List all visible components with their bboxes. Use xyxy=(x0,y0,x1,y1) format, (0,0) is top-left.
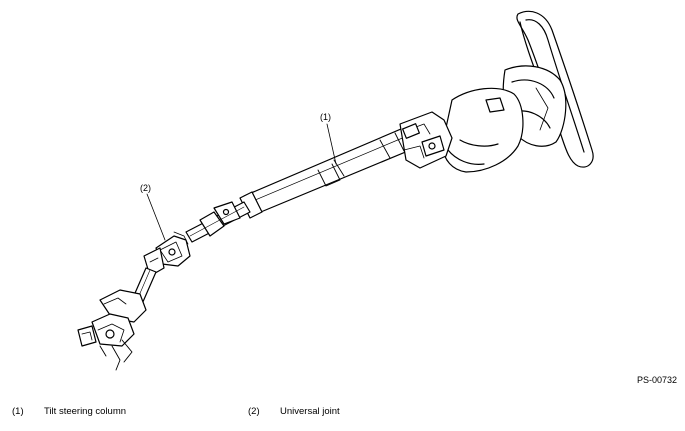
figure-id: PS-00732 xyxy=(636,375,677,385)
tilt-steering-column xyxy=(239,111,453,219)
legend-text: Tilt steering column xyxy=(44,406,127,417)
legend-text: Universal joint xyxy=(280,406,340,417)
legend-item-1: (1) Tilt steering column xyxy=(12,406,126,418)
legend-number: (1) xyxy=(12,406,24,417)
callout-label-1: (1) xyxy=(320,112,331,122)
column-cover xyxy=(441,87,524,173)
legend-number: (2) xyxy=(248,406,260,417)
intermediate-shaft xyxy=(185,201,251,243)
leader-line-2 xyxy=(146,193,166,241)
callout-label-2: (2) xyxy=(140,183,151,193)
universal-joint xyxy=(143,231,191,277)
leader-line-1 xyxy=(326,123,337,165)
legend-item-2: (2) Universal joint xyxy=(248,406,340,418)
lower-joint xyxy=(77,289,147,371)
